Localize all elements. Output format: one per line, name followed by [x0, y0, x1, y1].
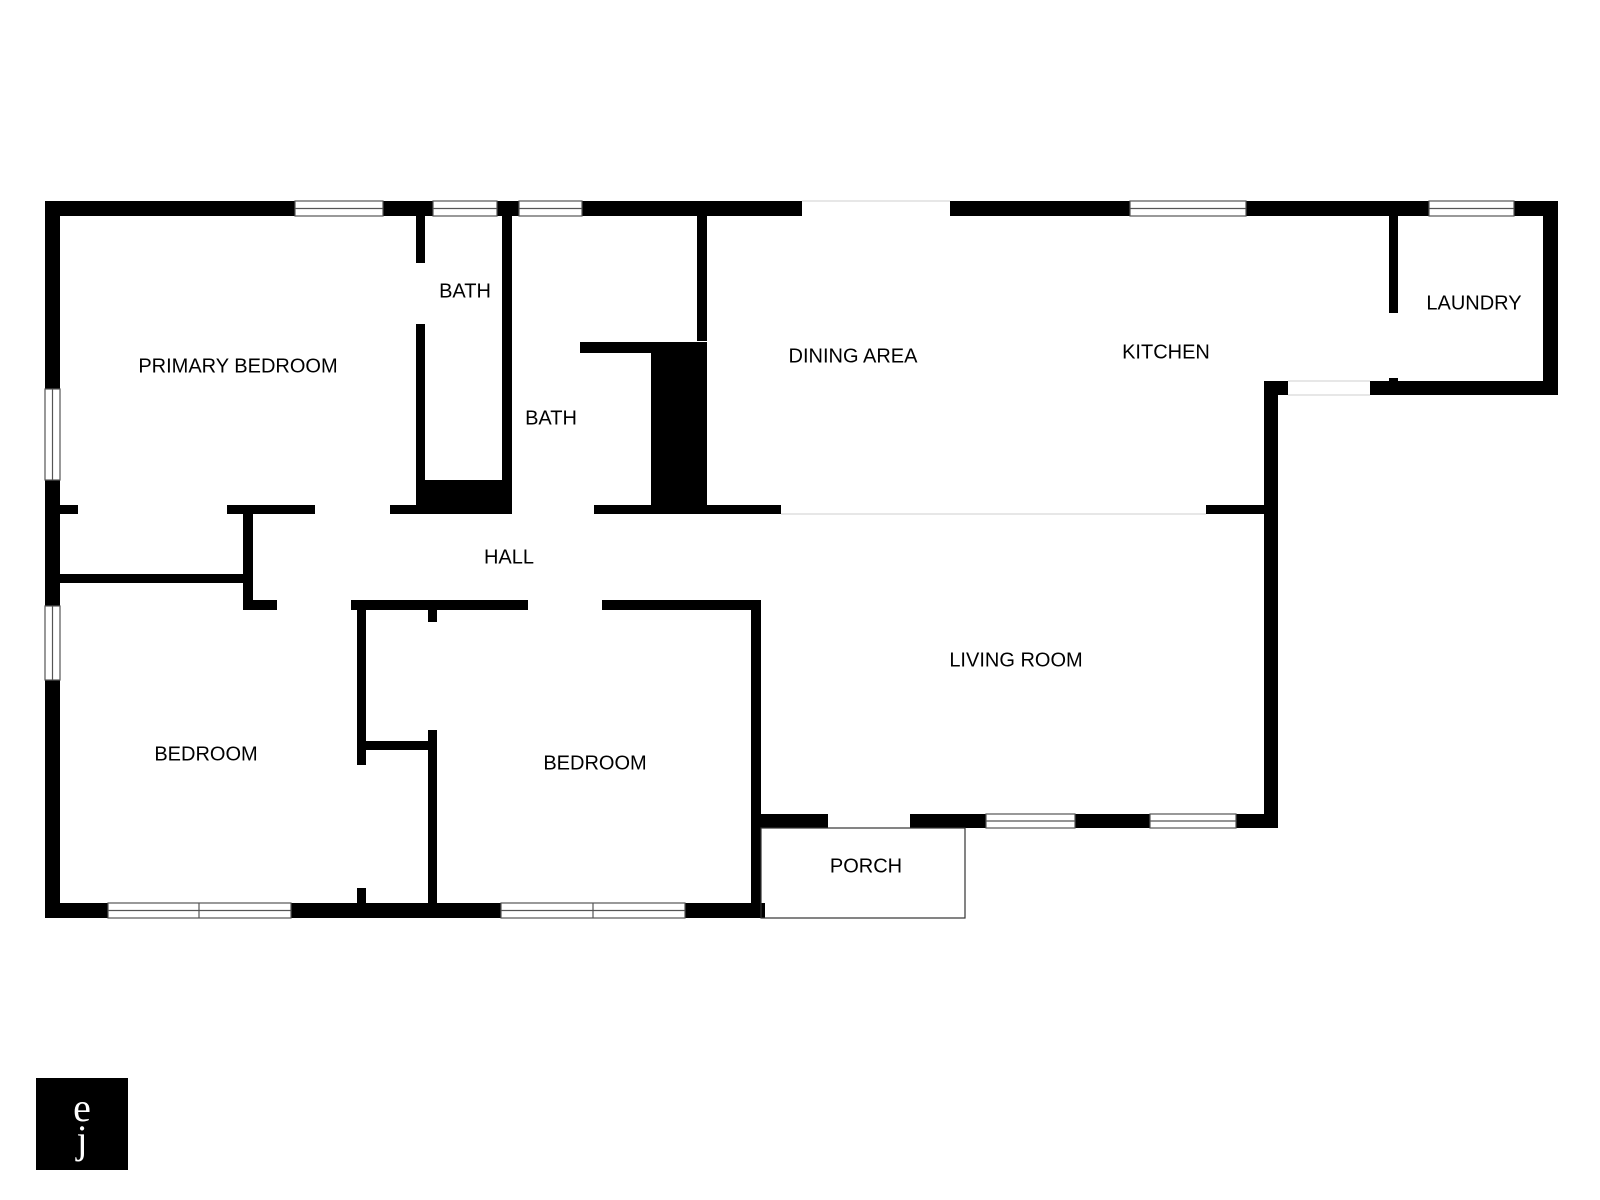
label-dining-area: DINING AREA: [789, 345, 919, 367]
label-living-room: LIVING ROOM: [949, 649, 1082, 671]
wall-closet-mid: [357, 741, 436, 750]
logo-letter-j: j: [76, 1117, 88, 1162]
wall-bath2-stub: [580, 342, 707, 353]
wall-bedroom2-left-a: [428, 600, 437, 622]
wall-bath2-right-top: [697, 201, 707, 341]
wall-laundry-bottom: [1370, 381, 1558, 395]
wall-hall-bottom-c: [602, 600, 761, 610]
label-bath-1: BATH: [439, 280, 491, 302]
wall-top-left: [45, 201, 295, 216]
label-primary-bedroom: PRIMARY BEDROOM: [138, 355, 337, 377]
wall-top-c: [582, 201, 802, 216]
wall-hall-top-a: [60, 505, 78, 514]
wall-top-d: [950, 201, 1130, 216]
brand-logo: e j: [36, 1078, 128, 1170]
wall-bottom-c: [685, 903, 765, 918]
wall-hall-top-b: [227, 505, 315, 514]
wall-right-living: [1264, 381, 1278, 828]
wall-bath1-left-b: [416, 324, 425, 514]
label-hall: HALL: [484, 546, 534, 568]
wall-bedroom1-right-a: [357, 600, 366, 765]
wall-bottom-b: [291, 903, 501, 918]
walls: [45, 201, 1558, 918]
windows: [44, 200, 1515, 919]
label-bedroom-1: BEDROOM: [154, 743, 257, 765]
label-porch: PORCH: [830, 855, 902, 877]
wall-top-a: [383, 201, 433, 216]
wall-living-bottom-c: [1075, 814, 1150, 828]
label-bath-2: BATH: [525, 407, 577, 429]
wall-left-a: [45, 201, 60, 389]
wall-bedroom2-left-b: [428, 730, 437, 918]
label-laundry: LAUNDRY: [1426, 292, 1521, 314]
wall-hall-bottom-a: [243, 600, 277, 610]
wall-left-c: [45, 680, 60, 918]
wall-bath1-left-a: [416, 201, 425, 263]
wall-bottom-a: [45, 903, 108, 918]
wall-laundry-right: [1543, 201, 1558, 395]
wall-living-left: [751, 600, 761, 918]
wall-left-b: [45, 480, 60, 606]
wall-laundry-left-b: [1389, 378, 1398, 395]
room-labels: PRIMARY BEDROOM BATH BATH DINING AREA KI…: [138, 280, 1521, 877]
wall-hall-top-e: [1206, 505, 1278, 514]
label-bedroom-2: BEDROOM: [543, 752, 646, 774]
wall-living-bottom-d: [910, 814, 986, 828]
wall-bath1-bottom: [416, 480, 512, 514]
wall-living-bottom-e: [758, 814, 828, 828]
logo-letter-e: e: [73, 1085, 91, 1130]
wall-closet-bottom: [60, 574, 253, 583]
wall-chimney: [651, 342, 707, 514]
wall-top-e: [1246, 201, 1429, 216]
porch-outline: [760, 827, 966, 919]
wall-bedroom1-right-b: [357, 888, 366, 918]
door-openings: [781, 200, 1370, 829]
wall-closet-divider: [243, 514, 253, 610]
porch: [760, 827, 966, 919]
wall-laundry-left-a: [1389, 201, 1398, 313]
label-kitchen: KITCHEN: [1122, 341, 1210, 363]
wall-bath1-right: [502, 201, 512, 514]
wall-hall-bottom-b: [351, 600, 528, 610]
wall-living-bottom-b: [1236, 814, 1278, 828]
